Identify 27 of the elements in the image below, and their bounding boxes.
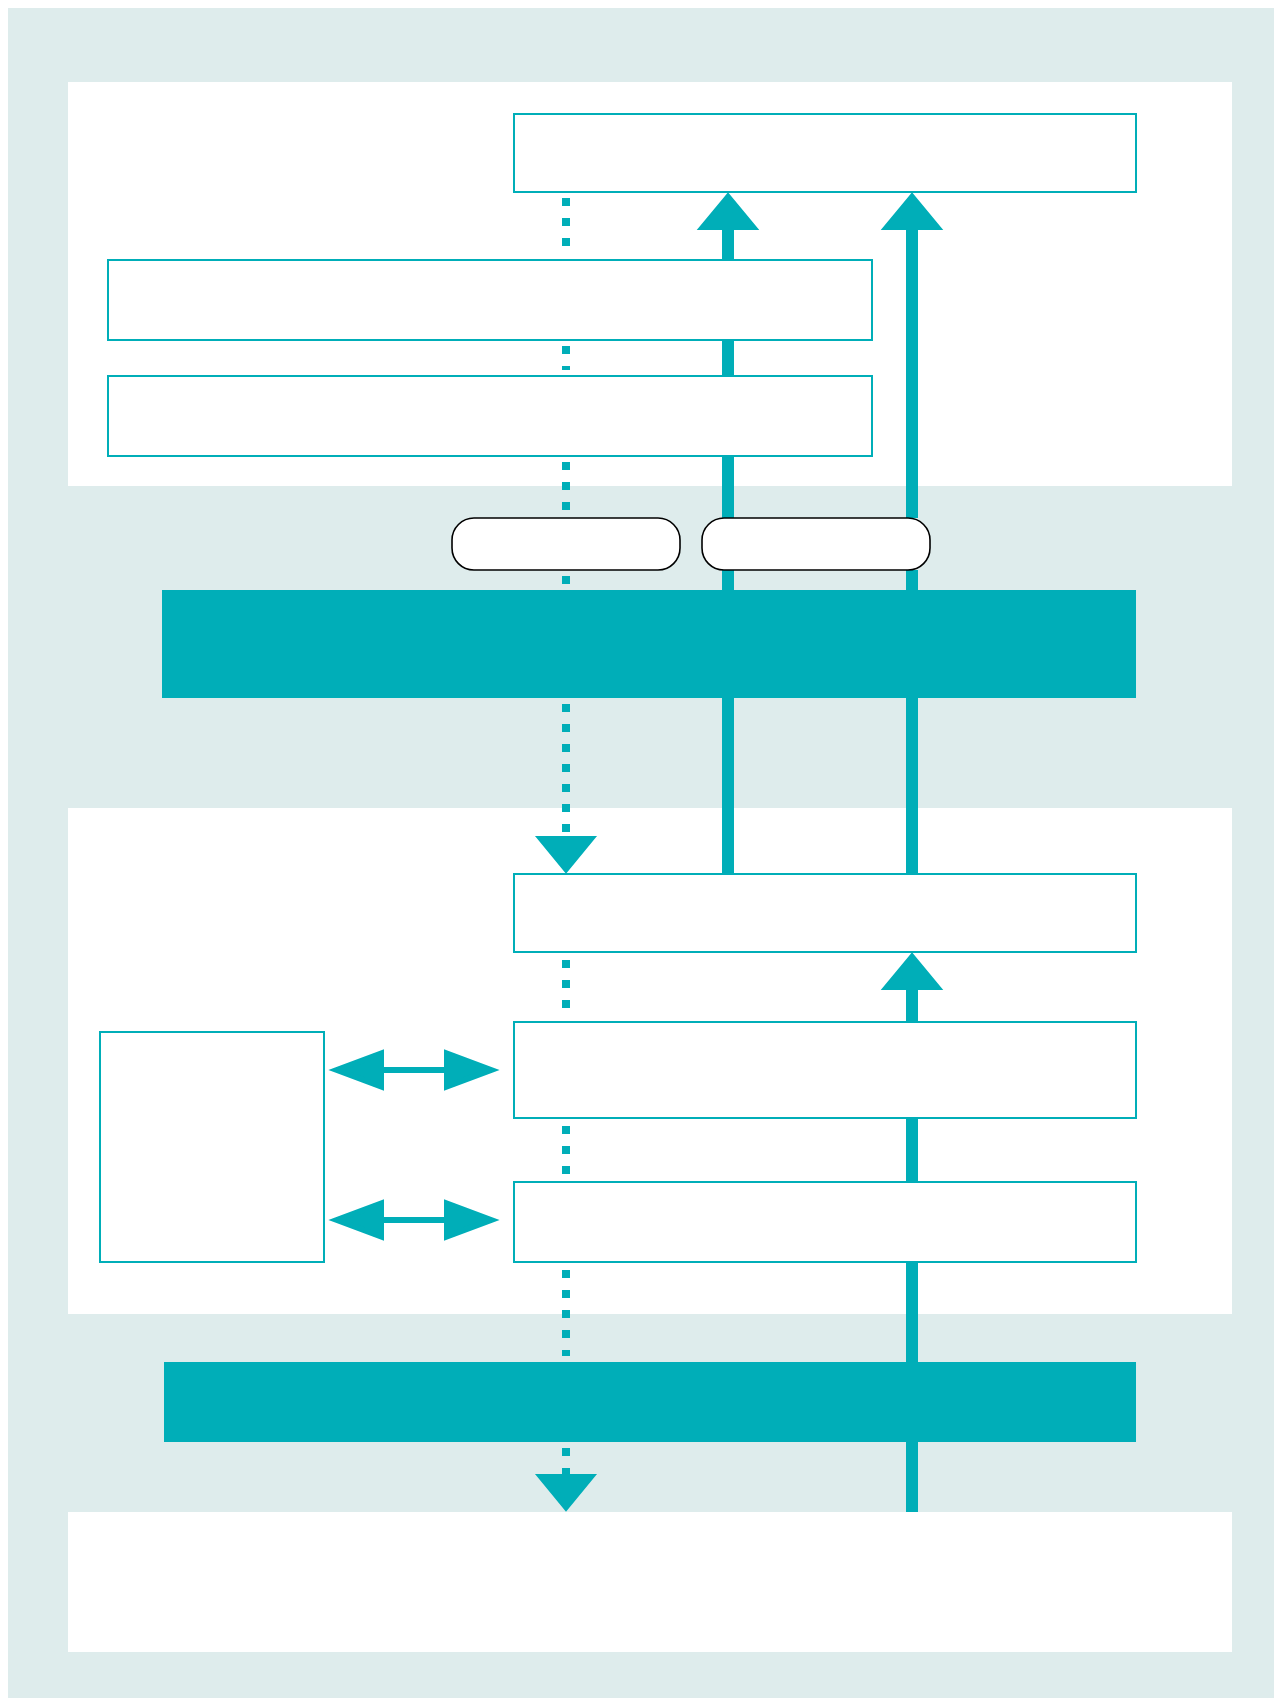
empty-box: [107, 375, 873, 457]
line: [906, 698, 918, 874]
dotted-line: [562, 960, 570, 1014]
pill: [451, 517, 681, 571]
line: [906, 1118, 918, 1182]
line: [722, 456, 734, 518]
line: [722, 570, 734, 590]
empty-box: [513, 873, 1137, 953]
dotted-line: [562, 576, 570, 584]
dotted-line: [562, 1270, 570, 1356]
bar: [162, 590, 1136, 698]
bar: [164, 1362, 1136, 1442]
empty-box: [107, 259, 873, 341]
line: [906, 1442, 918, 1512]
dotted-line: [562, 346, 570, 370]
line: [906, 570, 918, 590]
line: [722, 340, 734, 376]
line: [722, 698, 734, 874]
dotted-line: [562, 462, 570, 512]
empty-box: [513, 1021, 1137, 1119]
panel: [68, 1512, 1232, 1652]
pill: [701, 517, 931, 571]
empty-box: [513, 1181, 1137, 1263]
dotted-line: [562, 1126, 570, 1174]
empty-box: [99, 1031, 325, 1263]
empty-box: [513, 113, 1137, 193]
line: [906, 1262, 918, 1362]
